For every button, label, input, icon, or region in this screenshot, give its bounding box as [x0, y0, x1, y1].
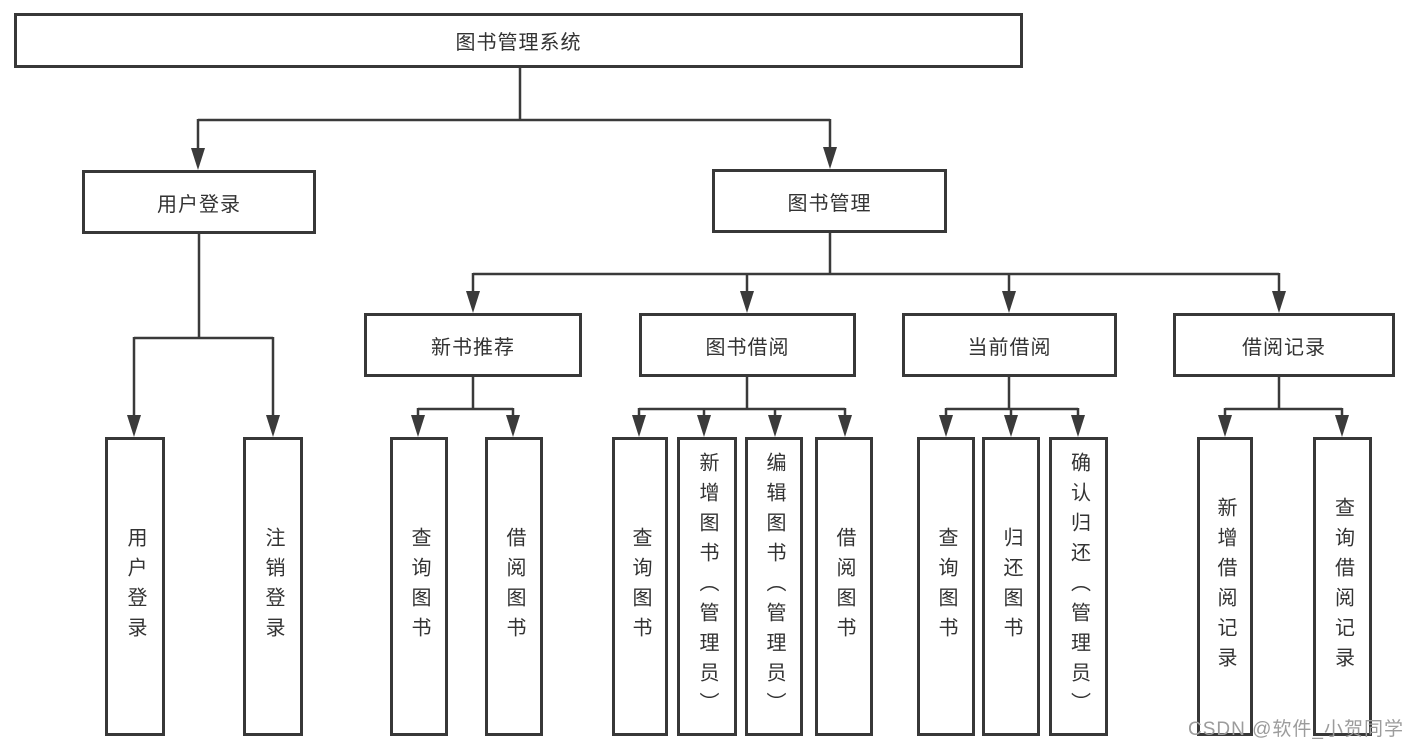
leaf-query-books-recommend: 查询图书: [390, 437, 448, 736]
leaf-edit-books-admin: 编辑图书（管理员）: [745, 437, 803, 736]
leaf-add-books-admin-label: 新增图书（管理员）: [696, 451, 718, 722]
node-new-book-recommend: 新书推荐: [364, 313, 582, 377]
leaf-query-books-borrow-label: 查询图书: [629, 526, 651, 647]
leaf-borrow-books-recommend: 借阅图书: [485, 437, 543, 736]
node-book-borrow: 图书借阅: [639, 313, 856, 377]
leaf-user-login-label: 用户登录: [124, 526, 146, 647]
leaf-add-borrow-record-label: 新增借阅记录: [1214, 496, 1236, 677]
node-borrow-records: 借阅记录: [1173, 313, 1395, 377]
leaf-query-borrow-record: 查询借阅记录: [1313, 437, 1372, 736]
leaf-logout: 注销登录: [243, 437, 303, 736]
leaf-confirm-return-admin: 确认归还（管理员）: [1049, 437, 1108, 736]
leaf-user-login: 用户登录: [105, 437, 165, 736]
leaf-return-books-label: 归还图书: [1000, 526, 1022, 647]
leaf-borrow-books: 借阅图书: [815, 437, 873, 736]
leaf-logout-label: 注销登录: [262, 526, 284, 647]
leaf-add-borrow-record: 新增借阅记录: [1197, 437, 1253, 736]
node-current-borrow: 当前借阅: [902, 313, 1117, 377]
leaf-edit-books-admin-label: 编辑图书（管理员）: [763, 451, 785, 722]
leaf-query-books-current-label: 查询图书: [935, 526, 957, 647]
leaf-borrow-books-recommend-label: 借阅图书: [503, 526, 525, 647]
node-library-management-system: 图书管理系统: [14, 13, 1023, 68]
leaf-borrow-books-label: 借阅图书: [833, 526, 855, 647]
leaf-confirm-return-admin-label: 确认归还（管理员）: [1067, 451, 1090, 722]
leaf-return-books: 归还图书: [982, 437, 1040, 736]
leaf-query-books-recommend-label: 查询图书: [408, 526, 430, 647]
node-book-management: 图书管理: [712, 169, 947, 233]
leaf-query-borrow-record-label: 查询借阅记录: [1331, 496, 1354, 677]
leaf-add-books-admin: 新增图书（管理员）: [677, 437, 737, 736]
node-user-login: 用户登录: [82, 170, 316, 234]
leaf-query-books-borrow: 查询图书: [612, 437, 668, 736]
leaf-query-books-current: 查询图书: [917, 437, 975, 736]
csdn-watermark: CSDN @软件_小贺同学: [1188, 719, 1404, 740]
